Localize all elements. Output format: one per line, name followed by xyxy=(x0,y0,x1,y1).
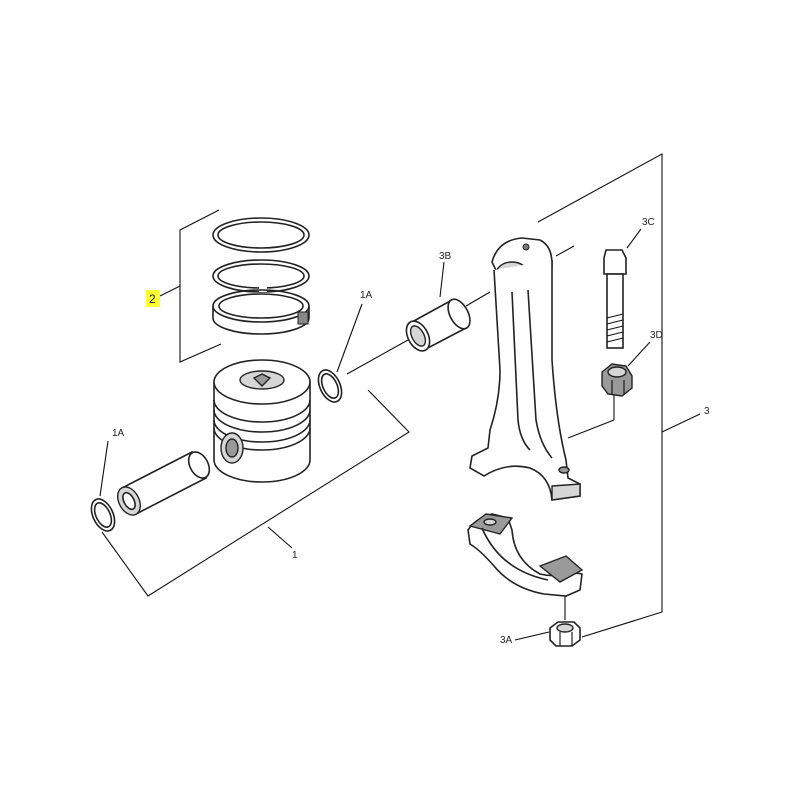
bushing xyxy=(405,298,471,352)
piston-rings xyxy=(212,217,310,335)
nut xyxy=(549,621,581,647)
bolt xyxy=(603,249,627,349)
connecting-rod xyxy=(469,237,581,501)
snap-ring-right xyxy=(317,369,343,403)
piston xyxy=(213,359,311,483)
label-nut: 3A xyxy=(500,635,513,646)
rod-cap xyxy=(467,513,584,597)
label-snap-ring-left: 1A xyxy=(112,428,125,439)
label-bolt: 3C xyxy=(642,217,655,228)
label-piston-assembly: 1 xyxy=(292,550,298,561)
label-bolt-nut: 3D xyxy=(650,330,663,341)
label-snap-ring-right: 1A xyxy=(360,290,373,301)
piston-pin xyxy=(117,450,211,516)
highlight-marker xyxy=(146,290,160,307)
leader-lines xyxy=(99,153,701,641)
snap-ring-left xyxy=(90,498,116,532)
bolt-nut xyxy=(601,363,633,397)
label-bushing: 3B xyxy=(439,251,452,262)
label-connecting-rod: 3 xyxy=(704,406,710,417)
label-piston-rings: 2 xyxy=(149,292,156,306)
